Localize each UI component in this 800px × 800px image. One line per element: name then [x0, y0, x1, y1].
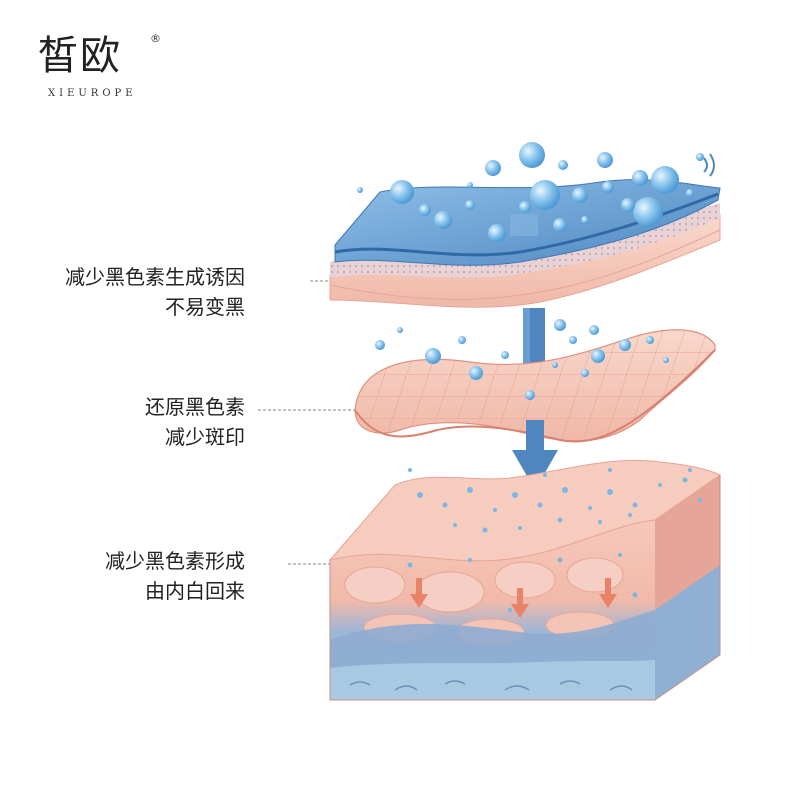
middle-skin-layer [354, 329, 716, 443]
outer-skin-layer [329, 179, 721, 308]
moisture-bubbles [357, 142, 704, 242]
melanin-particles [407, 468, 702, 612]
melanin-down-arrow-icon [410, 578, 617, 618]
layer-label-bottom: 减少黑色素形成 由内白回来 [105, 546, 245, 606]
label-line: 还原黑色素 [145, 395, 245, 419]
down-arrow-icon [512, 420, 558, 490]
label-line: 减少黑色素形成 [105, 549, 245, 573]
label-line: 减少黑色素生成诱因 [65, 265, 245, 289]
dermis-block [328, 459, 721, 701]
brand-name-cn: 皙欧 [38, 33, 122, 79]
label-line: 不易变黑 [165, 295, 245, 319]
layer-label-middle: 还原黑色素 减少斑印 [145, 392, 245, 452]
label-line: 由内白回来 [145, 579, 245, 603]
brand-logo: 皙欧 ® XIEUROPE [38, 30, 178, 110]
middle-bubbles [375, 319, 669, 400]
brand-name-en: XIEUROPE [48, 88, 137, 99]
registered-mark: ® [150, 32, 161, 45]
label-line: 减少斑印 [165, 425, 245, 449]
layer-label-top: 减少黑色素生成诱因 不易变黑 [65, 262, 245, 322]
